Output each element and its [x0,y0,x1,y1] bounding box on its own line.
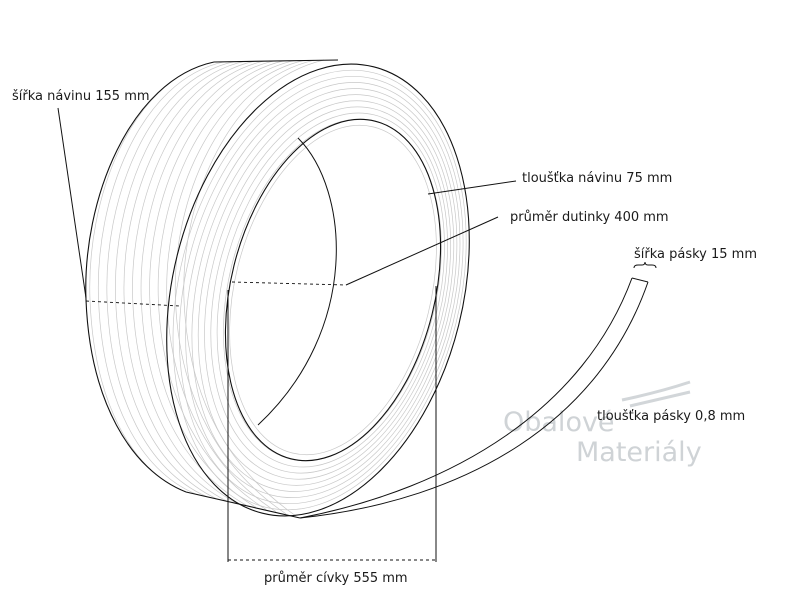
winding-width-dim [85,300,181,307]
winding-front-ring [204,100,452,480]
core-diameter-dim [231,281,347,286]
winding-side-line [183,59,325,517]
winding-side-line [115,61,245,499]
winding-front-ring [210,106,448,474]
winding-side-line [89,61,215,493]
winding-side-line [123,60,255,502]
watermark-line-1: Obalové [503,407,615,438]
winding-front-ring [197,94,455,486]
winding-thickness-leader [427,180,517,195]
winding-side-line [157,60,295,510]
winding-side-line [140,60,275,506]
roll-bottom-edge [185,491,301,519]
strap-tail-outer [299,281,649,519]
winding-width-leader [57,107,87,299]
roll-back-outline [85,61,215,493]
core-diameter-leader [345,216,499,286]
watermark-line-2: Materiály [576,437,702,468]
winding-front-ring [185,82,461,498]
strap-tail-inner [299,277,633,519]
strap-width-brace [633,261,657,269]
watermark-swoosh-icon [621,380,691,408]
winding-side-line [106,61,235,497]
winding-side-line [149,60,285,508]
winding-front-ring [172,69,467,511]
label-winding-width: šířka návinu 155 mm [12,89,150,104]
winding-side-line [132,60,265,504]
watermark-logo: Obalové Materiály [503,380,702,468]
roll-top-edge [213,59,339,63]
winding-side-line [97,61,225,495]
front-outer-ring [166,63,470,517]
label-coil-diameter: průměr cívky 555 mm [264,571,408,586]
label-core-diameter: průměr dutinky 400 mm [510,210,669,225]
core-inner-ring-2 [229,124,437,456]
label-strap-width: šířka pásky 15 mm [634,247,757,262]
winding-front-ring [191,88,458,492]
core-inner-ring [224,118,442,462]
winding-front-ring [178,75,464,505]
label-strap-thickness: tloušťka pásky 0,8 mm [597,409,745,424]
label-winding-thickness: tloušťka návinu 75 mm [522,171,672,186]
winding-side-lines [89,59,325,517]
core-inside-back [257,137,337,426]
strap-tail-end [631,277,649,283]
winding-side-line [166,60,305,512]
